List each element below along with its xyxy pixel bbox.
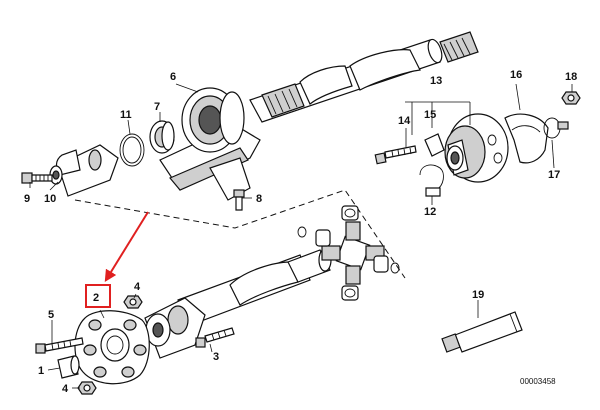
label-part-11: 11 [120, 109, 132, 121]
bolt-3 [195, 327, 235, 348]
hex-bolt-9 [21, 172, 53, 184]
front-shaft-tube [249, 31, 479, 123]
retaining-plate-15 [424, 133, 445, 157]
label-part-4-lower: 4 [62, 383, 69, 395]
label-part-3: 3 [213, 351, 219, 363]
bolt-14 [374, 145, 417, 165]
label-part-15: 15 [424, 109, 436, 121]
bolt-5 [35, 337, 84, 354]
rear-yoke [144, 297, 206, 359]
label-part-17: 17 [548, 169, 560, 181]
label-part-4-upper: 4 [134, 281, 141, 293]
label-part-12: 12 [424, 206, 436, 218]
screw-8 [233, 189, 245, 211]
nut-18 [561, 91, 581, 105]
label-part-9: 9 [24, 193, 30, 205]
hose-clamp-17 [543, 117, 569, 139]
callout-arrow [104, 211, 149, 283]
grease-tube-19 [441, 311, 523, 353]
label-part-19: 19 [472, 289, 484, 301]
nut-4-lower [77, 381, 97, 395]
clamp-12 [419, 164, 444, 197]
label-part-2: 2 [93, 292, 99, 304]
label-part-14: 14 [398, 115, 411, 127]
rear-shaft-tube [177, 248, 332, 327]
universal-joint-spider [321, 221, 385, 285]
center-support-bearing [159, 87, 261, 201]
label-part-8: 8 [256, 193, 262, 205]
small-circlips [297, 226, 400, 274]
assembly-link-line [74, 189, 406, 279]
label-part-7: 7 [154, 101, 160, 113]
label-part-10: 10 [44, 193, 56, 205]
flexible-disc-joint [74, 310, 150, 385]
label-part-1: 1 [38, 365, 44, 377]
centering-sleeve-1 [57, 355, 80, 379]
circlip [119, 133, 145, 167]
reference-number: 00003458 [520, 377, 556, 386]
callout-box [85, 284, 111, 308]
label-part-5: 5 [48, 309, 54, 321]
needle-bearing-cups [315, 205, 389, 301]
rubber-boot-16 [504, 113, 549, 164]
grooved-ball-bearing [149, 120, 175, 154]
front-yoke [49, 144, 119, 197]
label-part-16: 16 [510, 69, 522, 81]
leader-lines [29, 83, 573, 389]
label-part-6: 6 [170, 71, 176, 83]
label-part-18: 18 [565, 71, 577, 83]
label-part-13: 13 [430, 75, 442, 87]
highlight-callout [85, 211, 149, 308]
nut-4-upper [123, 295, 143, 309]
part-labels: 6 7 11 10 9 8 13 14 15 12 16 18 17 2 4 5… [24, 69, 577, 395]
flexible-flange-13 [444, 113, 509, 183]
